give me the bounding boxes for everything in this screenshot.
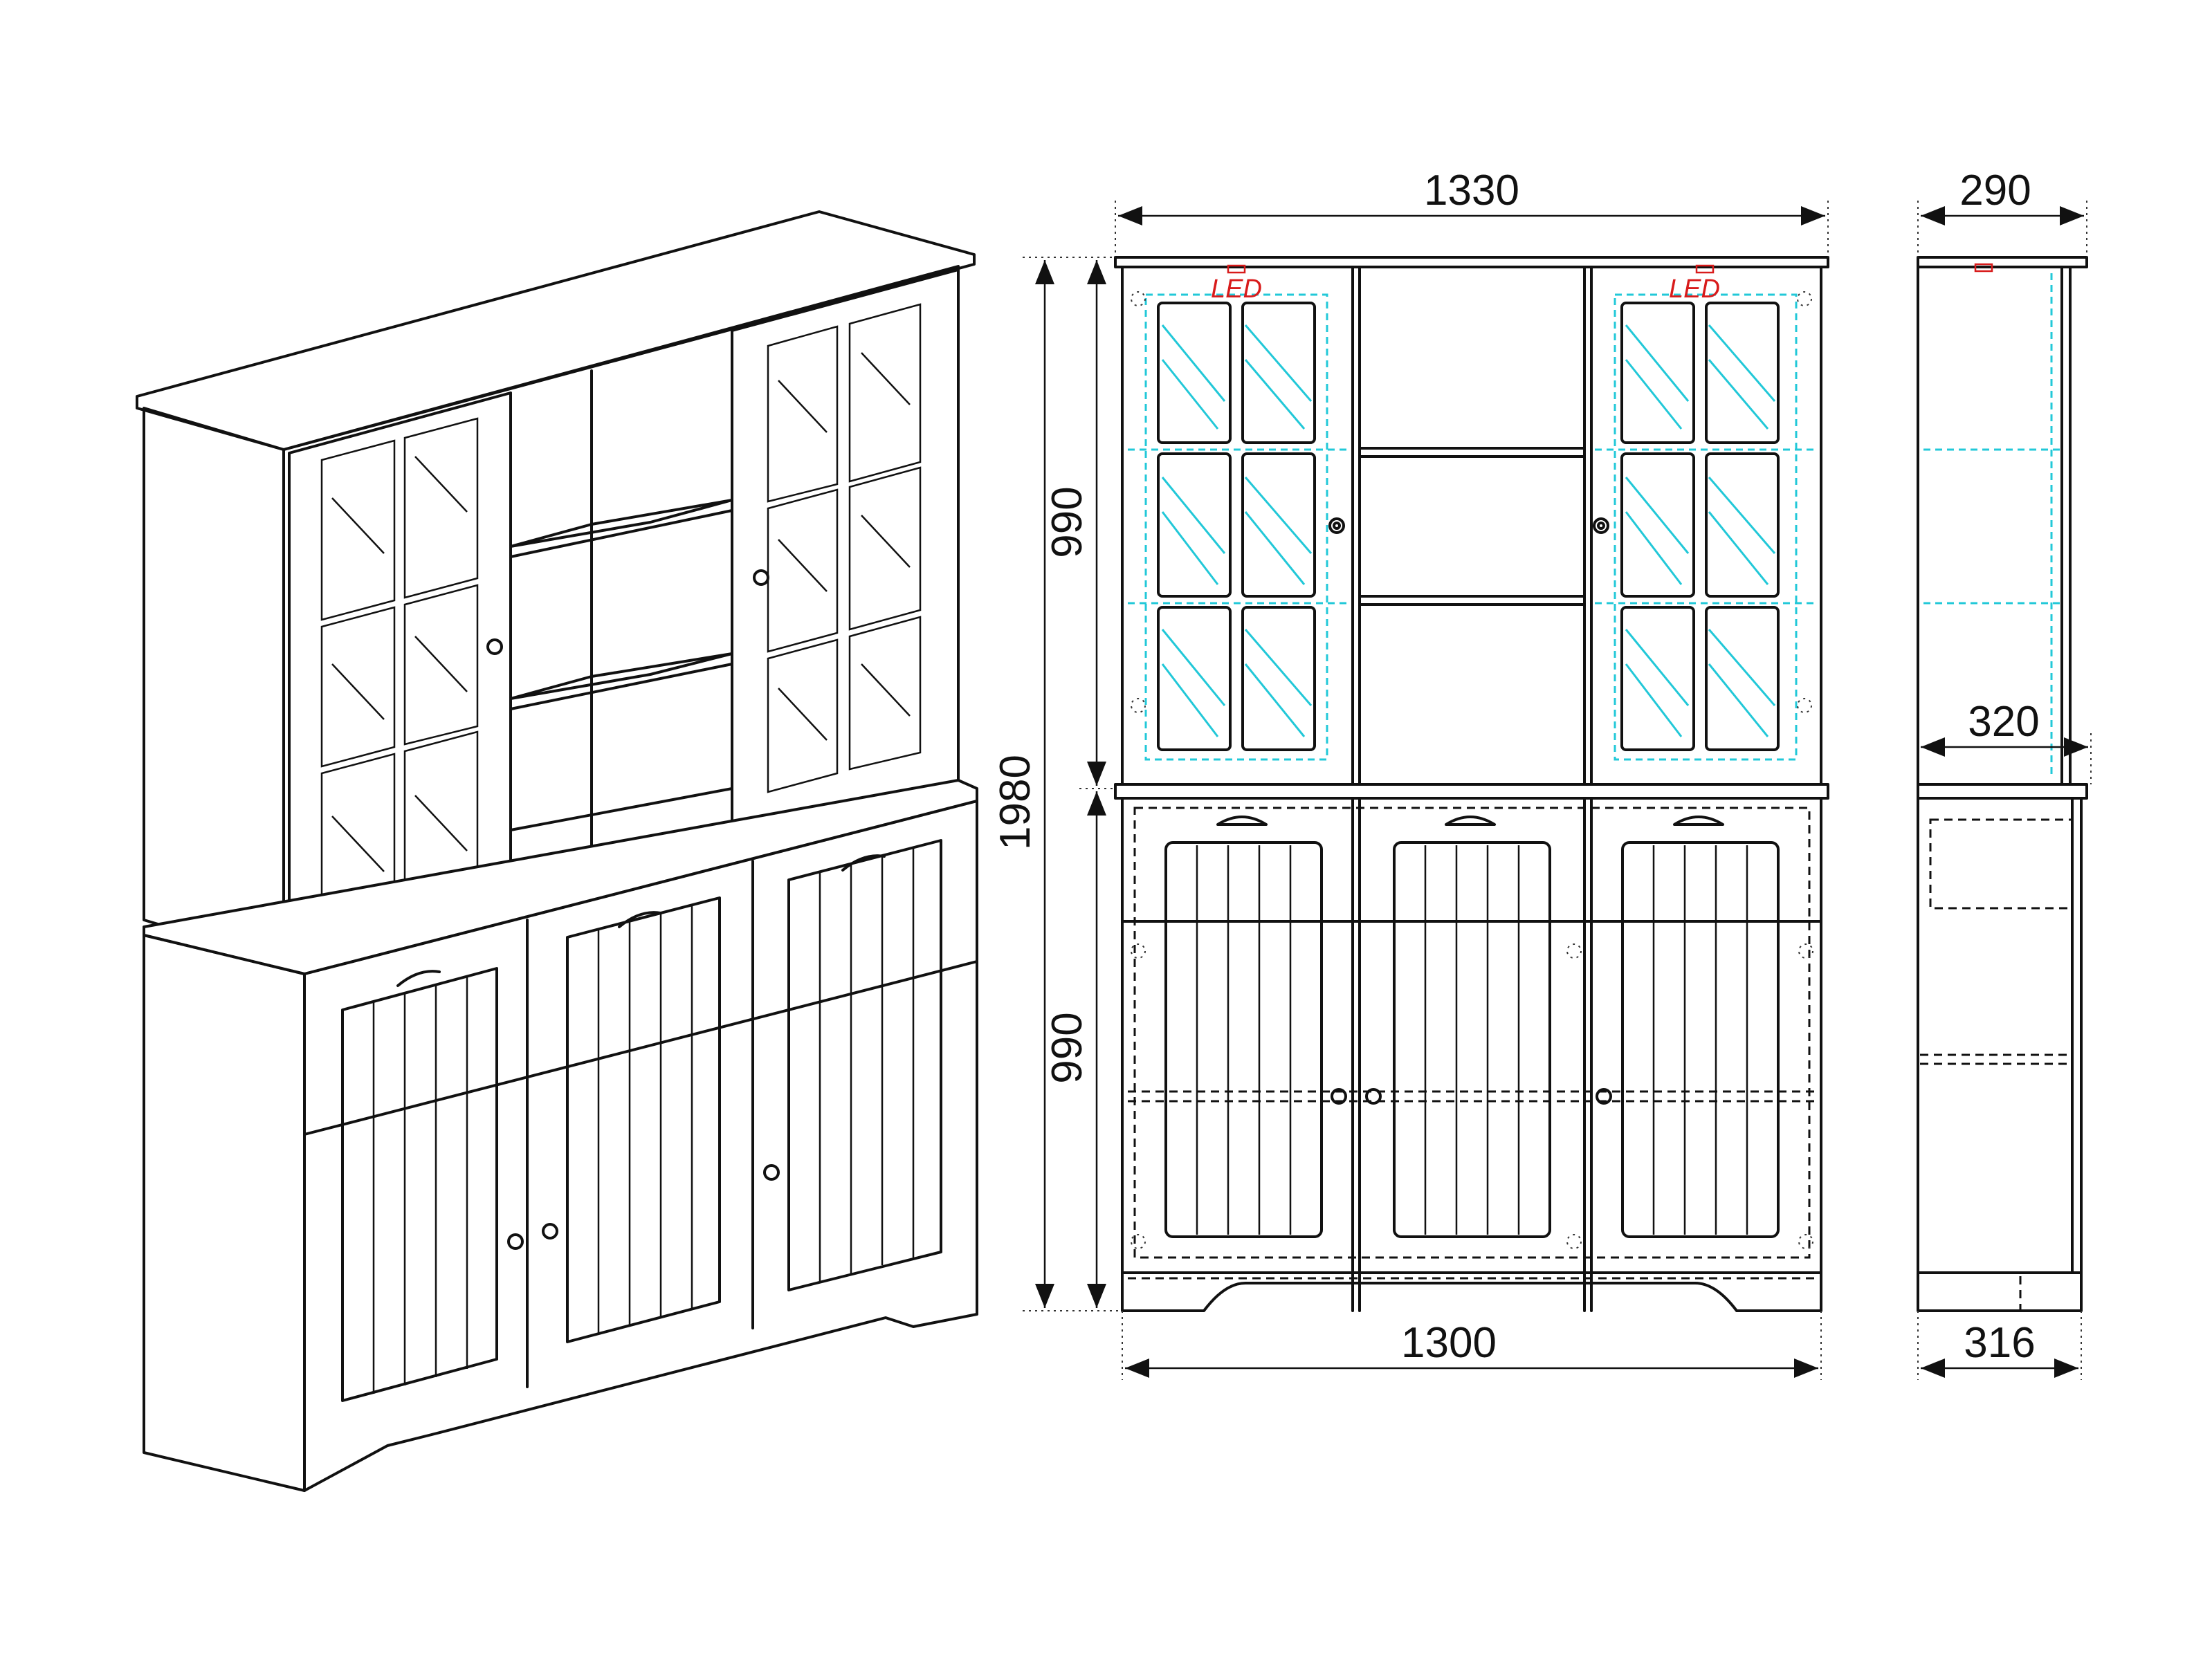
side-led-marker	[1974, 263, 1993, 273]
front-hutch	[1121, 266, 1822, 786]
isometric-view	[136, 210, 978, 1492]
led-label-left: LED	[1211, 275, 1262, 304]
front-base	[1121, 797, 1822, 1274]
iso-right-glass-door	[731, 268, 960, 847]
dim-total-height: 1980	[991, 755, 1039, 850]
dim-bottom-width: 1300	[1401, 1319, 1497, 1367]
iso-hutch-left-side	[143, 407, 285, 963]
iso-base-door-panels	[341, 839, 942, 1402]
side-top-board	[1917, 256, 2088, 268]
iso-top-board	[136, 210, 976, 451]
side-view	[1917, 256, 2088, 1312]
dim-lower-depth: 320	[1968, 698, 2039, 746]
iso-base-left-side	[143, 934, 306, 1492]
dim-lower-height: 990	[1043, 1012, 1091, 1083]
front-view: LED LED	[1114, 256, 1829, 1312]
dim-top-width: 1330	[1424, 167, 1519, 214]
side-base-top	[1917, 783, 2088, 800]
dim-upper-height: 990	[1043, 486, 1091, 558]
side-plinth	[1917, 1271, 2083, 1312]
front-plinth	[1121, 1271, 1822, 1312]
iso-base-top	[143, 779, 978, 975]
led-label-right: LED	[1669, 275, 1720, 304]
led-marker-right	[1695, 264, 1715, 274]
front-base-top	[1114, 783, 1829, 800]
front-base-door-panels	[1131, 816, 1813, 1249]
iso-left-glass-door	[288, 392, 512, 959]
front-right-glass-panes	[1593, 291, 1816, 761]
led-marker-left	[1227, 264, 1246, 274]
dim-base-depth: 316	[1964, 1319, 2035, 1367]
dim-upper-depth: 290	[1959, 167, 2031, 214]
front-left-glass-panes	[1128, 291, 1349, 761]
iso-open-shelves	[509, 369, 733, 901]
iso-drawer-line	[303, 860, 978, 1388]
iso-base-front	[303, 800, 978, 1492]
dimension-lines	[1023, 201, 2092, 1380]
front-top-board	[1114, 256, 1829, 268]
side-base	[1917, 797, 2083, 1274]
